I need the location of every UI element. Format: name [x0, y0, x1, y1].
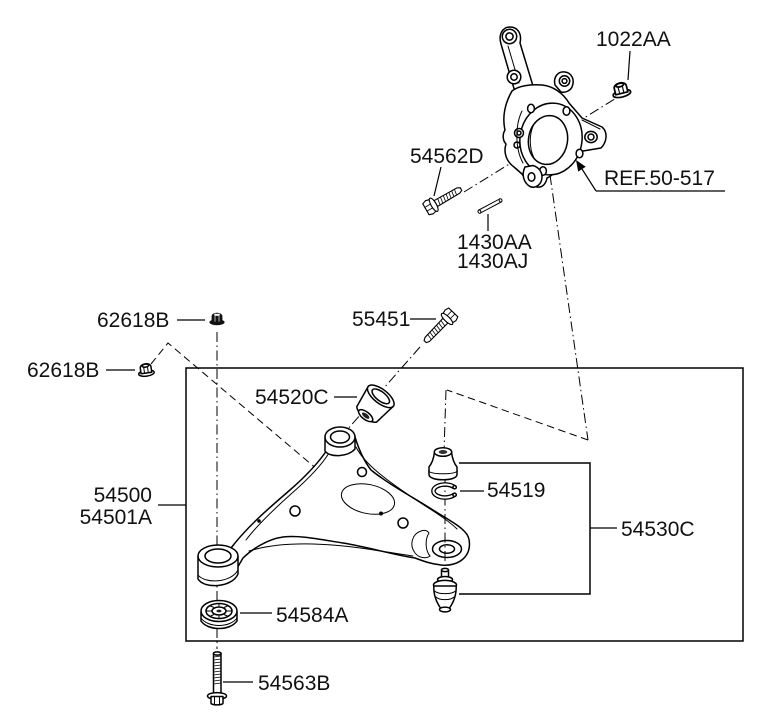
construction-line-balljoint-diagonal	[446, 389, 589, 441]
snap-ring-drawing	[431, 482, 458, 500]
leader-lines	[106, 50, 725, 683]
part-label-54500: 54500	[94, 484, 152, 507]
nut-62618b-left-drawing	[137, 363, 155, 378]
part-label-54520c: 54520C	[255, 386, 329, 409]
part-label-54562d: 54562D	[410, 145, 484, 168]
part-label-54501a: 54501A	[80, 506, 152, 529]
ref-label: REF.50-517	[604, 167, 715, 190]
construction-line-knuckle-bolt-axis	[463, 96, 619, 193]
ref-arrowhead	[576, 160, 586, 172]
construction-line-knuckle-to-balljoint	[549, 174, 589, 441]
ball-joint-drawing	[432, 567, 458, 613]
construction-line-boot-axis	[443, 389, 447, 453]
part-label-54530c: 54530C	[621, 518, 695, 541]
part-label-62618b-top: 62618B	[97, 309, 169, 332]
leader-1022aa	[627, 50, 631, 81]
pin-1430-drawing	[477, 198, 503, 214]
nut-62618b-top-drawing	[209, 312, 225, 326]
bolt-55451-drawing	[419, 306, 460, 348]
bushing-54584a-drawing	[200, 599, 238, 630]
part-label-55451: 55451	[352, 308, 410, 331]
bushing-54520c-drawing	[356, 384, 395, 423]
part-label-1430aa: 1430AA	[457, 231, 532, 254]
part-label-1430aj: 1430AJ	[457, 250, 528, 273]
leader-54562d	[433, 166, 442, 197]
ref-arrow-line	[581, 168, 597, 192]
part-label-62618b-left: 62618B	[27, 359, 99, 382]
steering-knuckle-drawing	[499, 26, 607, 188]
bolt-54563b-drawing	[206, 651, 228, 706]
lower-control-arm-drawing	[197, 426, 471, 587]
part-label-54584a: 54584A	[276, 604, 348, 627]
part-label-54563b: 54563B	[258, 672, 330, 695]
part-label-1022aa: 1022AA	[596, 28, 671, 51]
nut-1022aa-drawing	[612, 81, 632, 99]
bolt-54562d-drawing	[421, 181, 466, 217]
dust-boot-drawing	[428, 446, 458, 481]
part-label-54519: 54519	[487, 479, 545, 502]
